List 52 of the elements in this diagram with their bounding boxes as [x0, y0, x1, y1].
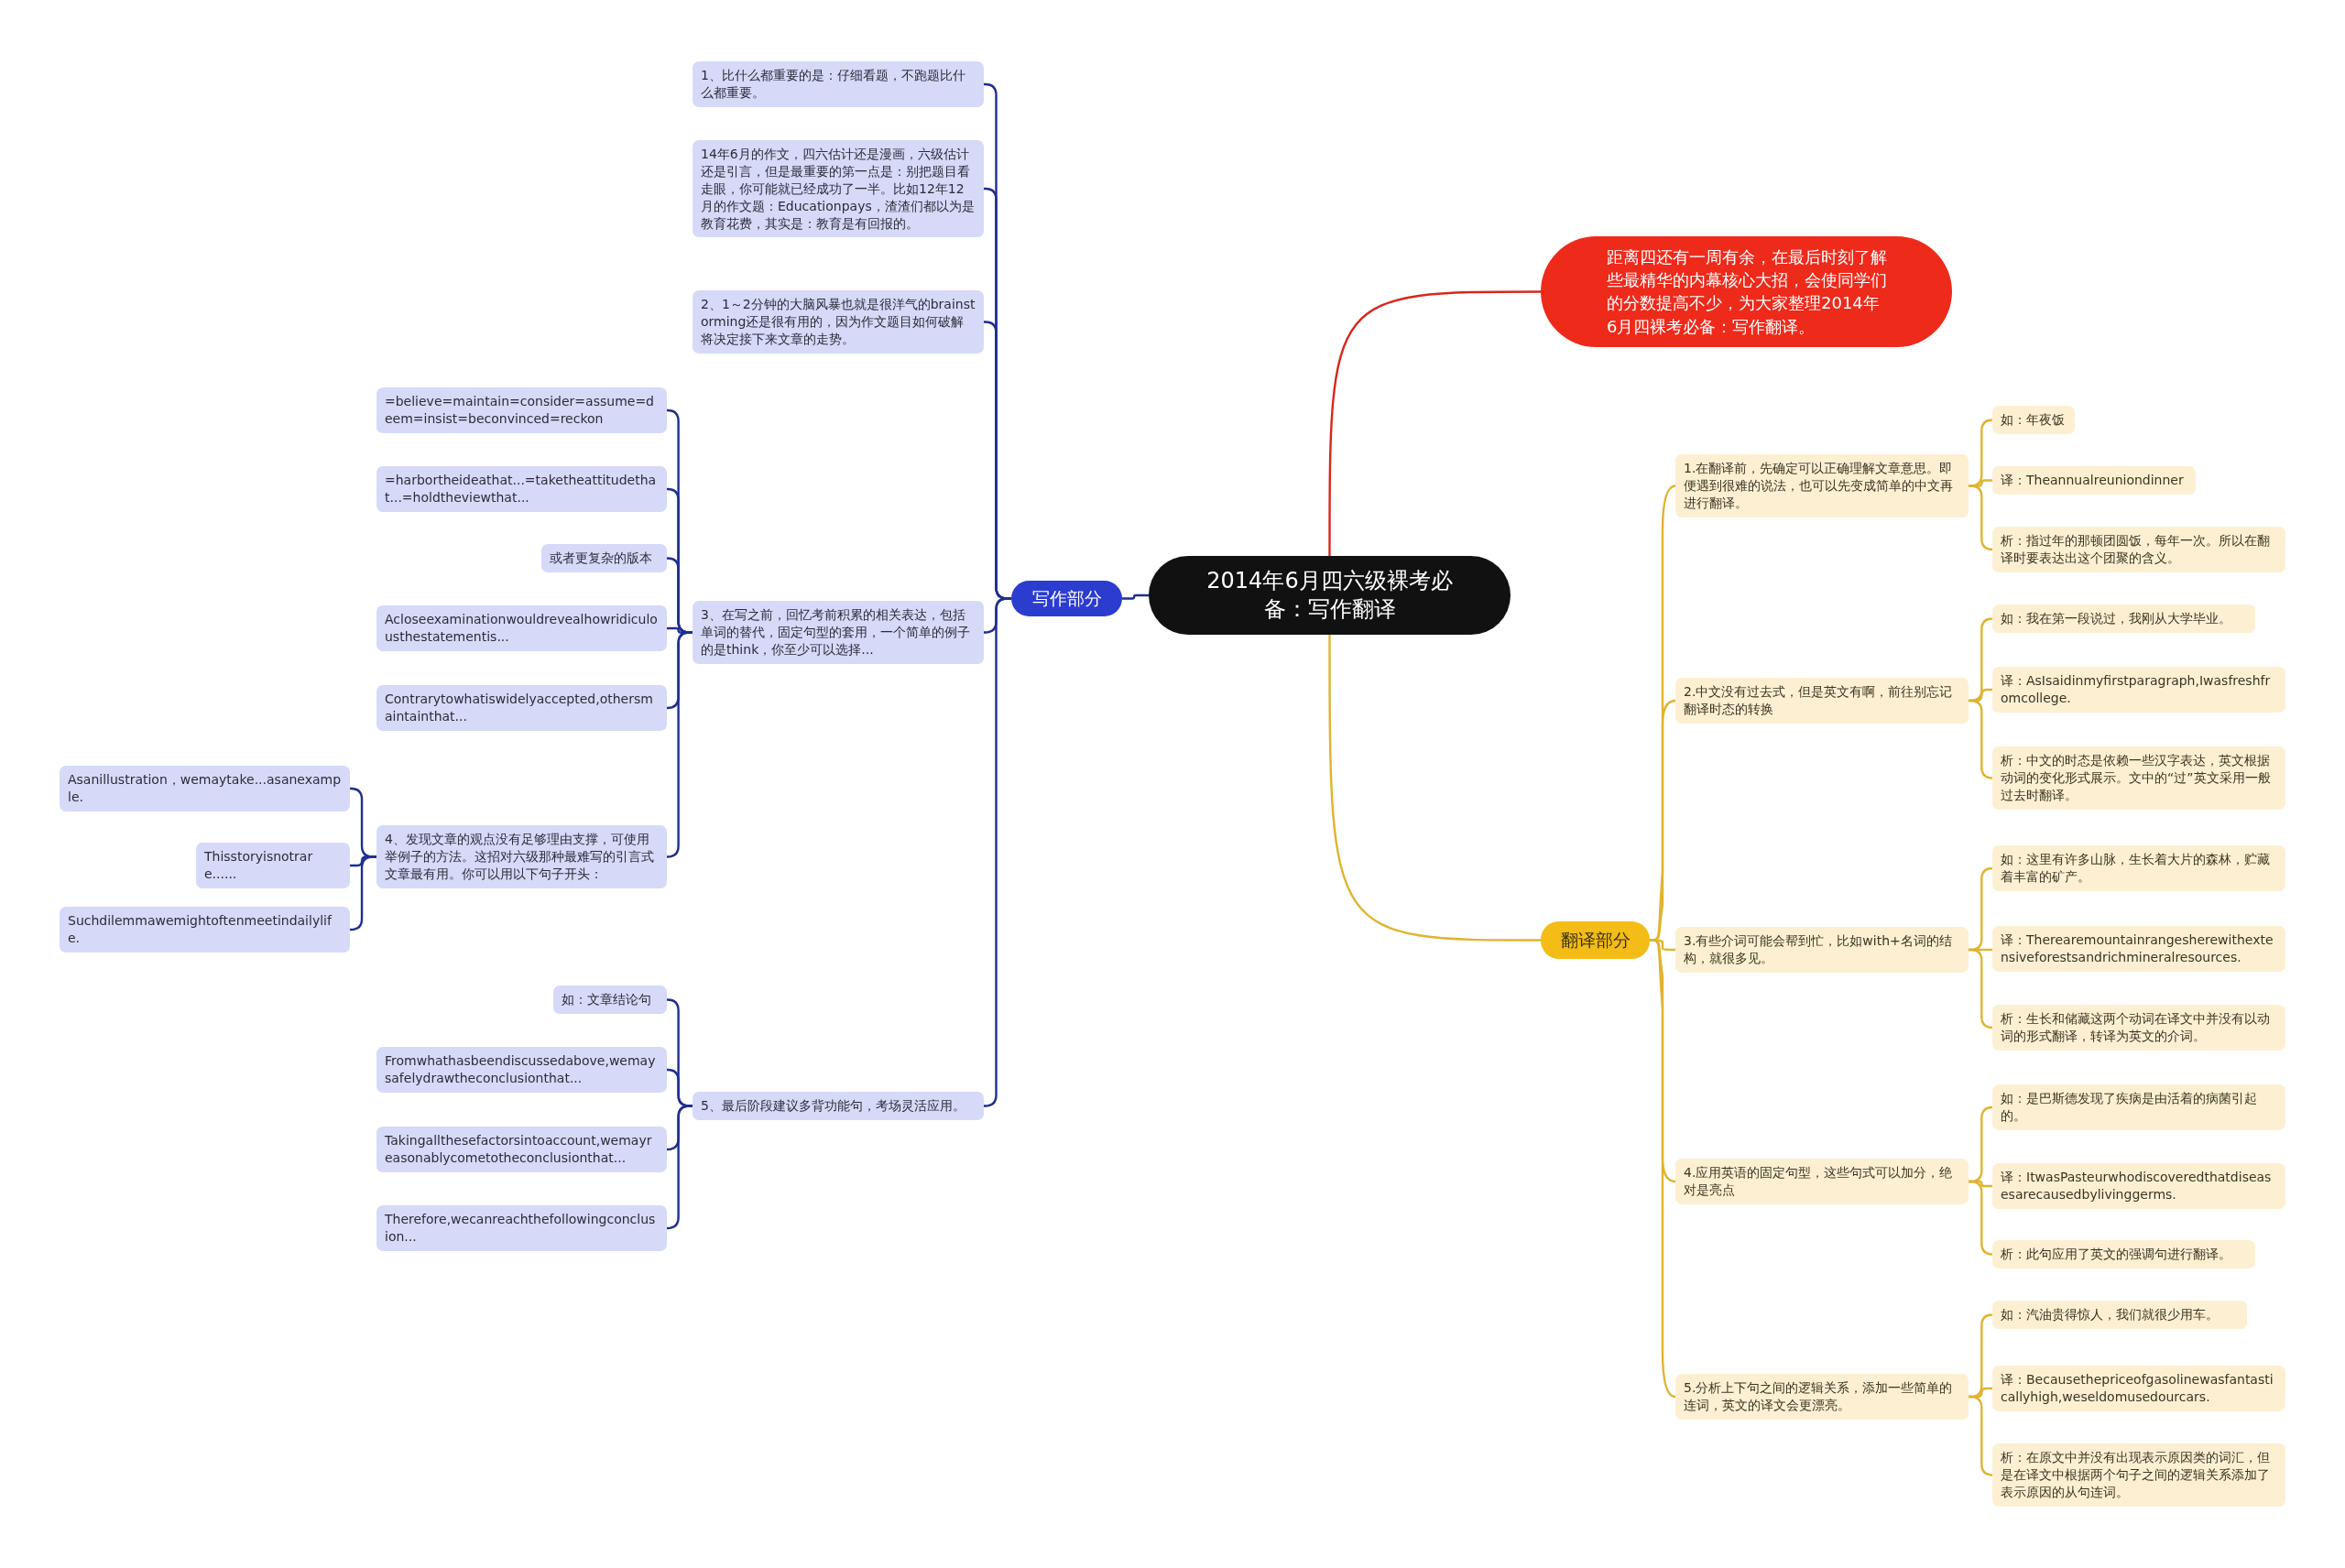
subtopic-card: Acloseexaminationwouldrevealhowridiculousthestatementis...	[376, 605, 667, 651]
subtopic-card: 5、最后阶段建议多背功能句，考场灵活应用。	[693, 1092, 984, 1120]
connector-line	[1969, 699, 1994, 779]
subtopic-card: =believe=maintain=consider=assume=deem=insist=beconvinced=reckon	[376, 387, 667, 433]
subtopic-card: 如：汽油贵得惊人，我们就很少用车。	[1992, 1301, 2247, 1329]
subtopic-card: Fromwhathasbeendiscussedabove,wemaysafelydrawtheconclusionthat...	[376, 1047, 667, 1093]
subtopic-card: 译：ItwasPasteurwhodiscoveredthatdiseasesarecausedbylivinggerms.	[1992, 1163, 2285, 1209]
subtopic-card: Takingallthesefactorsintoaccount,wemayreasonablycometotheconclusionthat...	[376, 1127, 667, 1172]
subtopic-card: Therefore,wecanreachthefollowingconclusion...	[376, 1205, 667, 1251]
subtopic-card: 2.中文没有过去式，但是英文有啊，前往别忘记翻译时态的转换	[1675, 678, 1969, 724]
subtopic-card: 2、1～2分钟的大脑风暴也就是很洋气的brainstorming还是很有用的，因为作文题目如何破解将决定接下来文章的走势。	[693, 290, 984, 354]
connector-line	[1969, 1180, 1994, 1256]
connector-line	[1969, 948, 1994, 1029]
subtopic-card: 4.应用英语的固定句型，这些句式可以加分，绝对是亮点	[1675, 1159, 1969, 1204]
subtopic-card: 析：指过年的那顿团圆饭，每年一次。所以在翻译时要表达出这个团聚的含义。	[1992, 527, 2285, 572]
connector-line	[1328, 635, 1541, 942]
connector-line	[1969, 1395, 1994, 1476]
connector-line	[349, 855, 376, 931]
subtopic-card: 1、比什么都重要的是：仔细看题，不跑题比什么都重要。	[693, 61, 984, 107]
subtopic-card: Suchdilemmawemightoftenmeetindailylife.	[60, 907, 350, 953]
subtopic-card: Contrarytowhatiswidelyaccepted,othersmaintainthat...	[376, 685, 667, 731]
subtopic-card: 如：我在第一段说过，我刚从大学毕业。	[1992, 604, 2255, 633]
subtopic-card: 译：Therearemountainrangesherewithextensiveforestsandrichmineralresources.	[1992, 926, 2285, 972]
connector-line	[1969, 485, 1994, 551]
subtopic-card: 3、在写之前，回忆考前积累的相关表达，包括单词的替代，固定句型的套用，一个简单的例子的是think，你至少可以选择...	[693, 601, 984, 664]
subtopic-card: =harbortheideathat...=taketheattitudethat...=holdtheviewthat...	[376, 466, 667, 512]
subtopic-card: 如：这里有许多山脉，生长着大片的森林，贮藏着丰富的矿产。	[1992, 845, 2285, 891]
branch-topic: 写作部分	[1011, 581, 1122, 616]
subtopic-card: 3.有些介词可能会帮到忙，比如with+名词的结构，就很多见。	[1675, 927, 1969, 973]
subtopic-card: 14年6月的作文，四六估计还是漫画，六级估计还是引言，但是最重要的第一点是：别把题目看走眼，你可能就已经成功了一半。比如12年12月的作文题：Educationpays，渣渣们都以为是教育花费，其实是：教育是有回报的。	[693, 140, 984, 238]
connector-line	[1122, 593, 1149, 600]
subtopic-card: 译：Becausethepriceofgasolinewasfantasticallyhigh,weseldomusedourcars.	[1992, 1366, 2285, 1411]
subtopic-card: 译：AsIsaidinmyfirstparagraph,Iwasfreshfromcollege.	[1992, 667, 2285, 713]
subtopic-card: 或者更复杂的版本	[541, 544, 667, 572]
connector-line	[666, 1105, 693, 1230]
subtopic-card: 如：是巴斯德发现了疾病是由活着的病菌引起的。	[1992, 1084, 2285, 1130]
subtopic-card: Asanillustration，wemaytake...asanexample.	[60, 766, 350, 811]
subtopic-card: 析：在原文中并没有出现表示原因类的词汇，但是在译文中根据两个句子之间的逻辑关系添加了表示原因的从句连词。	[1992, 1443, 2285, 1507]
subtopic-card: 5.分析上下句之间的逻辑关系，添加一些简单的连词，英文的译文会更漂亮。	[1675, 1374, 1969, 1420]
branch-topic: 翻译部分	[1541, 921, 1650, 959]
subtopic-card: 译：Theannualreuniondinner	[1992, 466, 2196, 495]
intro-bubble: 距离四还有一周有余，在最后时刻了解些最精华的内幕核心大招，会使同学们的分数提高不少，为大家整理2014年6月四裸考必备：写作翻译。	[1541, 236, 1952, 347]
subtopic-card: Thisstoryisnotrare......	[196, 843, 350, 888]
subtopic-card: 析：此句应用了英文的强调句进行翻译。	[1992, 1240, 2255, 1269]
subtopic-card: 1.在翻译前，先确定可以正确理解文章意思。即便遇到很难的说法，也可以先变成简单的中文再进行翻译。	[1675, 454, 1969, 517]
subtopic-card: 如：文章结论句	[553, 985, 667, 1014]
subtopic-card: 析：中文的时态是依赖一些汉字表达，英文根据动词的变化形式展示。文中的“过”英文采用一般过去时翻译。	[1992, 746, 2285, 810]
subtopic-card: 4、发现文章的观点没有足够理由支撑，可使用举例子的方法。这招对六级那种最难写的引言式文章最有用。你可以用以下句子开头：	[376, 825, 667, 888]
connector-line	[1328, 290, 1541, 556]
subtopic-card: 如：年夜饭	[1992, 406, 2075, 434]
subtopic-card: 析：生长和储藏这两个动词在译文中并没有以动词的形式翻译，转译为英文的介词。	[1992, 1005, 2285, 1051]
central-topic: 2014年6月四六级裸考必备：写作翻译	[1149, 556, 1511, 636]
